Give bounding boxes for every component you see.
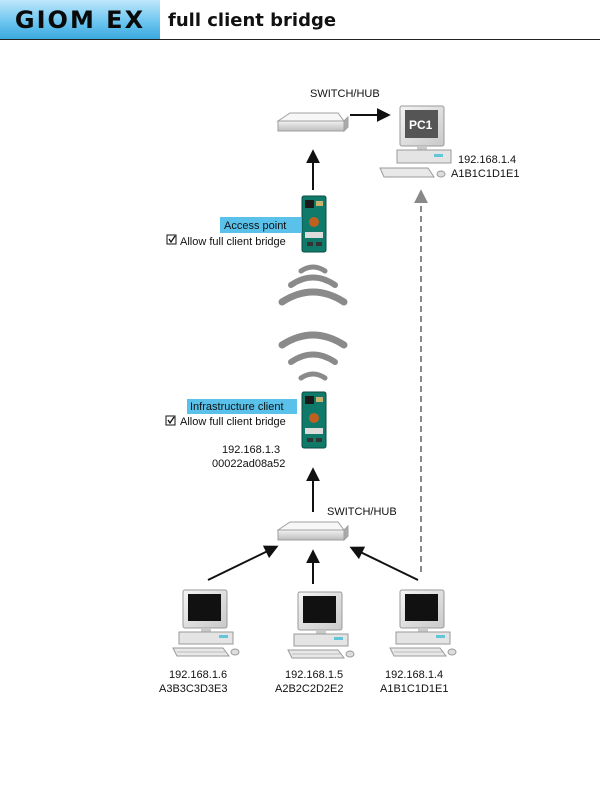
pc6-ip: 192.168.1.6	[169, 669, 227, 681]
top-switch-label: SWITCH/HUB	[310, 88, 380, 100]
access-point-checkbox[interactable]	[166, 234, 177, 245]
access-point-label: Access point	[224, 220, 286, 232]
access-point-tag	[220, 217, 301, 233]
pc5-mac: A2B2C2D2E2	[275, 683, 344, 695]
wifi-waves-upper	[278, 264, 348, 306]
pc6-mac: A3B3C3D3E3	[159, 683, 228, 695]
access-point-board	[301, 195, 327, 253]
access-point-checkbox-label: Allow full client bridge	[180, 236, 286, 248]
pc4-ip: 192.168.1.4	[385, 669, 443, 681]
pc1	[379, 105, 452, 178]
arrow-pc6-to-switch	[207, 545, 279, 581]
pc1-ip: 192.168.1.4	[458, 154, 516, 166]
infra-client-label: Infrastructure client	[190, 401, 284, 413]
pc1-screen-label: PC1	[409, 118, 433, 132]
infra-client-checkbox-label: Allow full client bridge	[180, 416, 286, 428]
wifi-waves-lower	[278, 331, 348, 381]
pc-192-168-1-5	[287, 591, 355, 659]
infra-client-mac: 00022ad08a52	[212, 458, 285, 470]
arrow-pc4-to-switch	[349, 546, 419, 581]
logo-text: GIOM EX	[14, 6, 146, 34]
infra-client-ip: 192.168.1.3	[222, 444, 280, 456]
pc-192-168-1-4	[389, 589, 457, 657]
pc5-ip: 192.168.1.5	[285, 669, 343, 681]
pc-192-168-1-6	[172, 589, 240, 657]
header-divider	[0, 39, 600, 40]
pc4-mac: A1B1C1D1E1	[380, 683, 449, 695]
logo: GIOM EX	[0, 0, 160, 39]
infra-client-board	[301, 391, 327, 449]
infra-client-checkbox[interactable]	[165, 415, 176, 426]
check-icon	[167, 416, 175, 425]
check-icon	[168, 235, 176, 244]
page-title: full client bridge	[168, 10, 337, 31]
pc1-mac: A1B1C1D1E1	[451, 168, 520, 180]
bottom-switch	[277, 521, 349, 541]
header: GIOM EX full client bridge	[0, 0, 600, 42]
top-switch	[277, 112, 349, 132]
bottom-switch-label: SWITCH/HUB	[327, 506, 397, 518]
infra-client-tag	[187, 399, 297, 414]
